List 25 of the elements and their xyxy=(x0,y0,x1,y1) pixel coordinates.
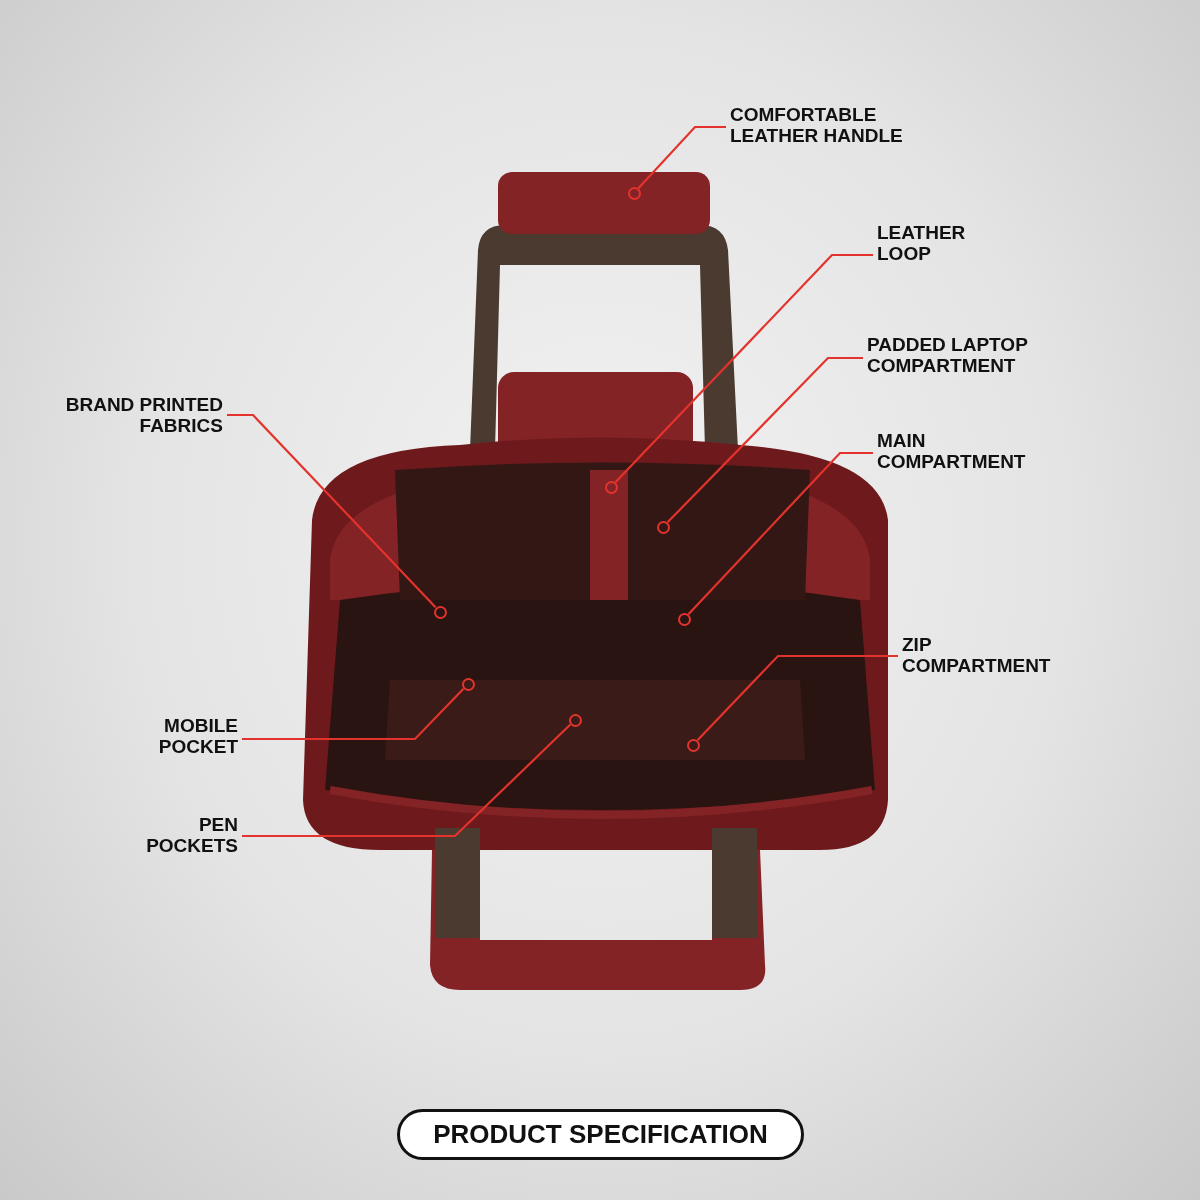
callout-dot xyxy=(656,520,670,534)
callout-dot xyxy=(461,677,475,691)
leader-line xyxy=(666,356,863,524)
callout-label: COMFORTABLE LEATHER HANDLE xyxy=(730,104,940,146)
callout-label: MAIN COMPARTMENT xyxy=(877,430,1047,472)
callout-label: PEN POCKETS xyxy=(123,814,238,856)
leader-line xyxy=(687,451,873,615)
leader-line xyxy=(242,687,465,741)
callout-dot xyxy=(686,738,700,752)
callout-dot xyxy=(627,186,641,200)
callout-dot xyxy=(568,713,582,727)
callout-dot xyxy=(433,605,447,619)
callout-label: ZIP COMPARTMENT xyxy=(902,634,1072,676)
heading-pill: PRODUCT SPECIFICATION xyxy=(397,1109,804,1160)
callout-label: MOBILE POCKET xyxy=(128,715,238,757)
callout-label: PADDED LAPTOP COMPARTMENT xyxy=(867,334,1067,376)
leader-line xyxy=(242,723,572,838)
leader-line xyxy=(227,413,437,609)
callout-label: LEATHER LOOP xyxy=(877,222,987,264)
callout-label: BRAND PRINTED FABRICS xyxy=(28,394,223,436)
leader-line xyxy=(637,125,726,189)
callout-dot xyxy=(677,612,691,626)
callout-dot xyxy=(604,480,618,494)
leader-line xyxy=(696,654,898,742)
leader-line xyxy=(614,253,873,484)
